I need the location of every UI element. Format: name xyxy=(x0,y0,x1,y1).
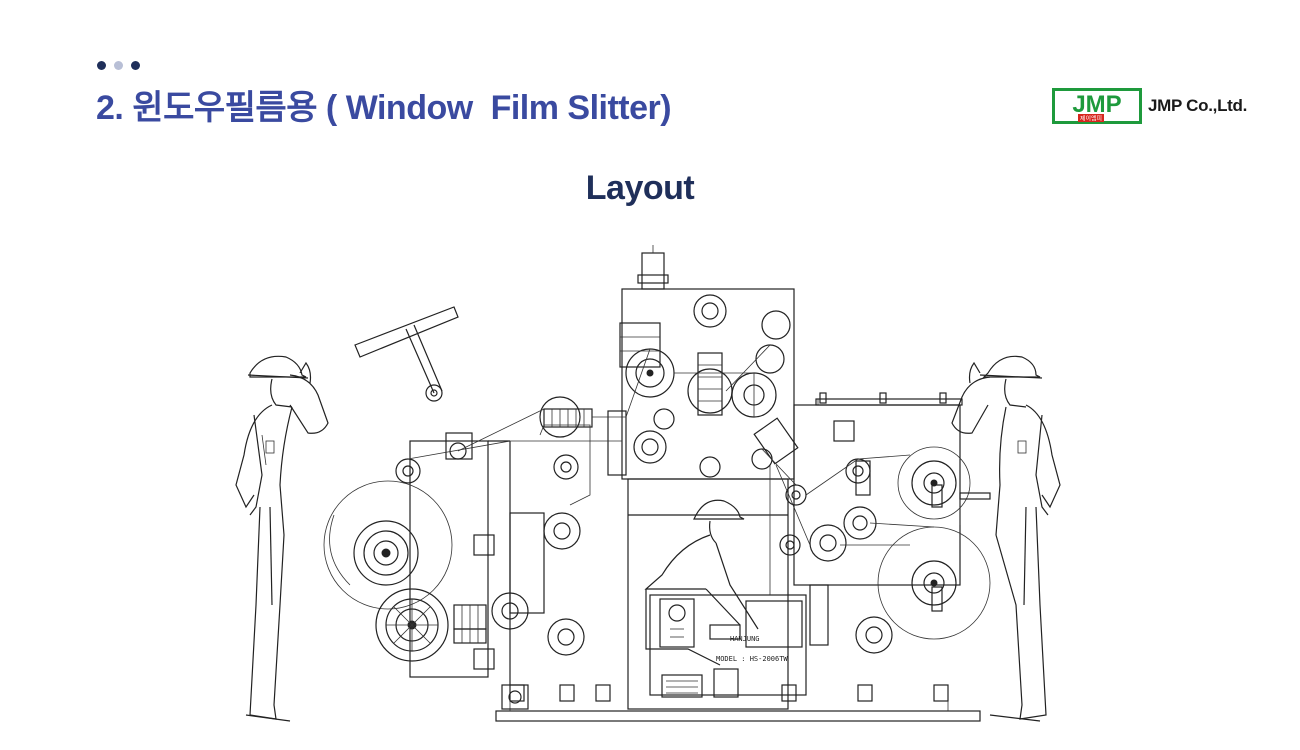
dot-2 xyxy=(114,61,123,70)
control-console: HANJUNG MODEL : HS-2006TW xyxy=(649,584,829,698)
company-name: JMP Co.,Ltd. xyxy=(1148,96,1248,115)
company-logo: JMP 제이엠피 JMP Co.,Ltd. xyxy=(1052,88,1247,124)
logo-mark-subtext: 제이엠피 xyxy=(1080,115,1102,123)
left-operator-figure xyxy=(235,355,329,722)
seated-operator-figure xyxy=(644,499,759,666)
right-operator-figure xyxy=(951,355,1061,722)
unwind-section xyxy=(323,306,529,710)
machine-layout-drawing: HANJUNG MODEL : HS-2006TW xyxy=(210,245,1070,725)
dot-3 xyxy=(131,61,140,70)
model-label: MODEL : HS-2006TW xyxy=(716,655,788,663)
nameplate-brand: HANJUNG xyxy=(730,635,760,643)
decorative-dots xyxy=(97,61,140,70)
slitter-line-drawing: HANJUNG MODEL : HS-2006TW xyxy=(235,245,1061,722)
center-tower xyxy=(509,245,799,710)
slide-subtitle: Layout xyxy=(585,169,695,207)
dot-1 xyxy=(97,61,106,70)
web-path xyxy=(407,344,935,595)
page-title: 2. 윈도우필름용 ( Window Film Slitter) xyxy=(96,89,672,127)
logo-mark-text: JMP xyxy=(1072,91,1121,118)
jmp-logo-mark: JMP 제이엠피 xyxy=(1052,88,1142,124)
rewind-section xyxy=(779,392,991,654)
